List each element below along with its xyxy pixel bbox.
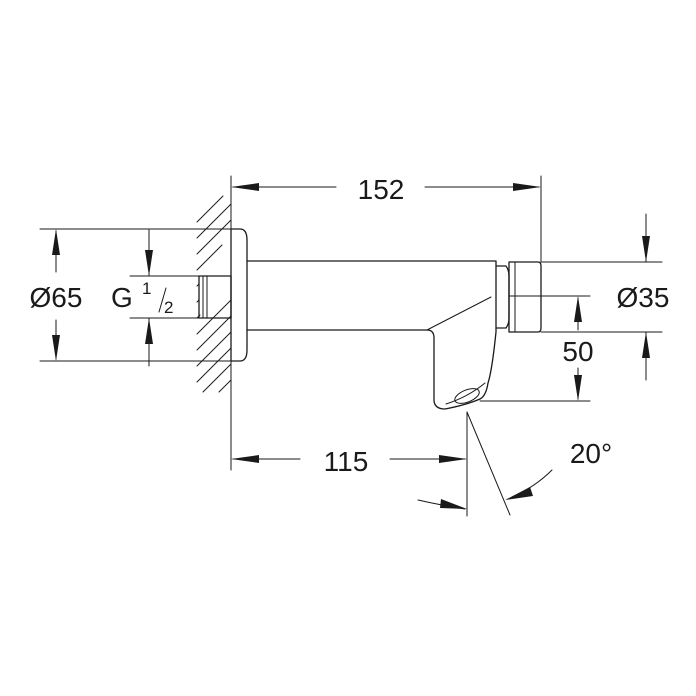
- thread-body: [198, 275, 232, 319]
- dimension-diameter-35: Ø35: [617, 213, 670, 381]
- dimension-152: 152: [231, 174, 541, 205]
- push-button-cap: [495, 261, 542, 333]
- dimension-diameter-65-label: Ø65: [30, 282, 83, 313]
- thread-label-prefix: G: [111, 282, 133, 313]
- dimension-diameter-65: Ø65: [30, 229, 83, 361]
- dimension-152-label: 152: [358, 174, 405, 205]
- wall: [196, 195, 232, 393]
- thread-label-numerator: 1: [142, 279, 151, 298]
- outlet-aerator: [454, 388, 480, 404]
- cap-collar: [495, 265, 510, 329]
- flange-outline: [230, 228, 248, 362]
- dimension-diameter-35-label: Ø35: [617, 282, 670, 313]
- dimension-115: 115: [231, 446, 467, 477]
- thread-label-denominator: 2: [164, 298, 173, 317]
- spout-outline: [246, 260, 497, 410]
- extension-lines: [39, 175, 663, 517]
- dimension-angle-20-label: 20°: [570, 438, 612, 469]
- cap-body: [508, 261, 542, 333]
- thread-connector: [198, 275, 232, 319]
- outlet-axis-line: [466, 411, 511, 516]
- dimension-50: 50: [562, 296, 594, 401]
- dimension-angle-20: 20°: [417, 438, 612, 510]
- dimension-115-label: 115: [324, 446, 369, 477]
- angle-arc-right: [511, 469, 553, 498]
- wall-hatching: [196, 195, 232, 393]
- spout-edge-line: [426, 296, 492, 331]
- dimension-thread: G 1 2: [111, 229, 173, 367]
- wall-flange: [230, 228, 248, 362]
- spout-body: [246, 260, 497, 410]
- outlet-rim: [445, 382, 486, 405]
- thread-fraction-bar: [158, 287, 167, 313]
- dimension-50-label: 50: [562, 336, 593, 367]
